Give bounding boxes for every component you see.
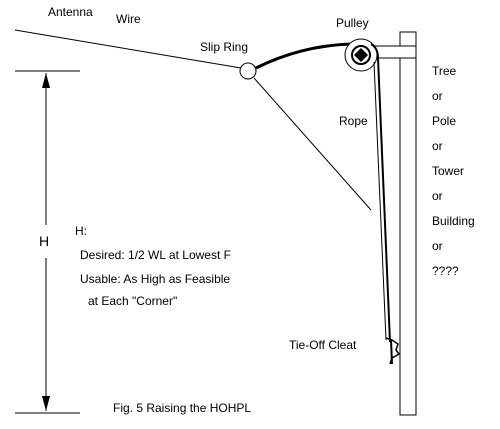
antenna-wire <box>14 29 242 69</box>
figure-caption: Fig. 5 Raising the HOHPL <box>113 401 252 415</box>
support-option: or <box>432 89 443 103</box>
height-dimension <box>15 70 80 414</box>
pulley-label: Pulley <box>336 16 369 30</box>
post-body <box>399 31 417 416</box>
support-option: Pole <box>432 114 457 128</box>
lower-wire <box>253 77 372 211</box>
antenna-label: Antenna <box>48 5 93 19</box>
height-note-heading: H: <box>75 224 87 238</box>
tie-off-cleat <box>385 337 401 365</box>
wire-label: Wire <box>116 12 141 26</box>
support-option: Tower <box>432 164 465 178</box>
support-option: Tree <box>432 64 457 78</box>
height-note-desired: Desired: 1/2 WL at Lowest F <box>80 248 231 262</box>
cleat-stem <box>390 339 393 365</box>
rope-to-pulley <box>255 42 358 70</box>
support-option: Building <box>432 214 475 228</box>
slip-ring <box>239 62 257 80</box>
support-option: or <box>432 239 443 253</box>
support-option: or <box>432 139 443 153</box>
pulley-inner-ring <box>351 45 371 65</box>
support-option: or <box>432 189 443 203</box>
rope-descent <box>370 43 391 343</box>
height-note-usable: Usable: As High as Feasible <box>80 272 231 286</box>
support-options: Tree or Pole or Tower or Building or ???… <box>432 64 492 289</box>
pulley-hub <box>354 48 368 62</box>
support-option: ???? <box>432 264 459 278</box>
height-note-usable-cont: at Each "Corner" <box>88 294 178 308</box>
rope-label: Rope <box>339 114 368 128</box>
slip-ring-label: Slip Ring <box>200 40 249 54</box>
tie-off-cleat-label: Tie-Off Cleat <box>289 338 357 352</box>
height-arrow-up <box>42 73 50 88</box>
rope-descent-inner <box>373 61 387 341</box>
height-arrow-down <box>42 396 50 411</box>
height-label: H <box>39 233 50 249</box>
